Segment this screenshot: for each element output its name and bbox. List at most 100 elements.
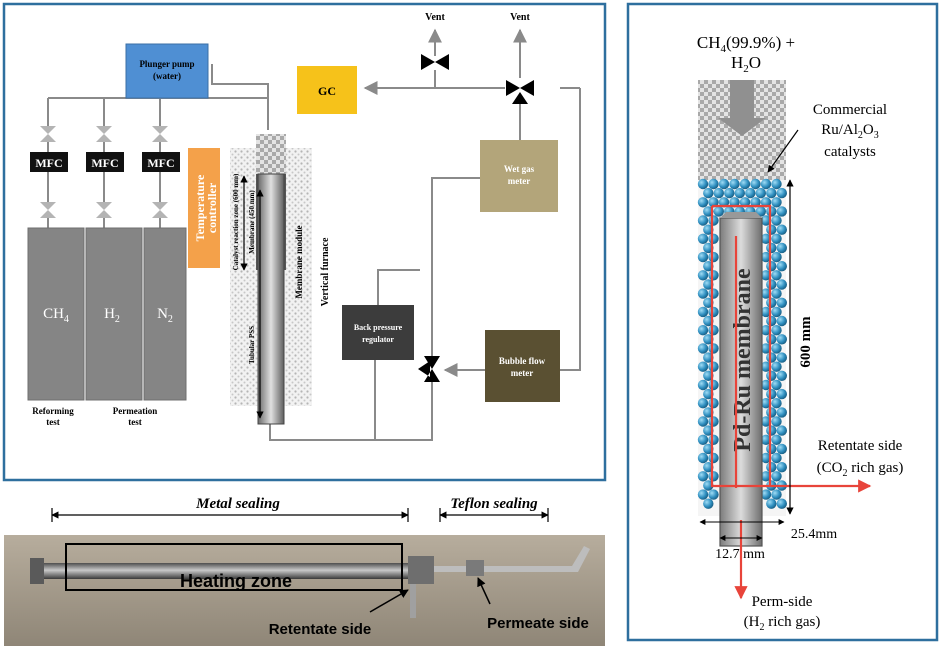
heating-zone-box (65, 543, 403, 591)
temperature-controller (188, 148, 220, 268)
catalyst-bead (760, 489, 772, 500)
vent-valves (418, 54, 534, 382)
catalyst-bead (708, 361, 719, 372)
catalyst-bead (776, 224, 787, 235)
catalyst-bead (697, 361, 709, 372)
gc-box (297, 66, 357, 114)
pump-label-2: (water) (153, 71, 181, 81)
cylinder-label-h2: H2 (104, 306, 120, 325)
catalyst-label-2: Ru/Al2O3 (821, 122, 879, 141)
catalyst-bead (760, 178, 772, 190)
photo-panel: Metal sealing Teflon sealing Heating zon… (4, 496, 605, 646)
catalyst-bead (697, 398, 709, 409)
catalyst-bead (708, 178, 719, 190)
outer-diameter-label: 25.4mm (791, 527, 837, 542)
catalyst-bead (771, 251, 782, 263)
catalyst-bead (766, 334, 777, 345)
catalyst-bead (697, 416, 709, 427)
regulator-label-1: Back pressure (354, 323, 403, 332)
catalyst-bead (697, 434, 709, 445)
reforming-label-1: Reforming (32, 406, 74, 416)
catalyst-bead (776, 261, 787, 272)
valve-icon (152, 202, 168, 218)
valve-icon (421, 54, 449, 70)
catalyst-bead (771, 215, 782, 226)
catalyst-bead (760, 343, 772, 354)
photo-tube (36, 563, 431, 579)
membrane-tube (719, 217, 763, 547)
gc-label: GC (318, 84, 336, 98)
length-label: 600 mm (798, 316, 814, 368)
valve-icon (96, 126, 112, 142)
mfc-label: MFC (35, 156, 62, 170)
catalyst-bead (708, 251, 719, 263)
catalyst-bead (708, 434, 719, 445)
cylinder-label-n2: N2 (157, 306, 173, 325)
gas-valves (40, 126, 168, 218)
teflon-sealing-label: Teflon sealing (450, 496, 538, 512)
catalyst-bead (708, 452, 719, 464)
feed-label-1: CH4(99.9%) + (697, 33, 795, 55)
catalyst-bead (703, 498, 714, 509)
catalyst-bead (755, 187, 766, 199)
catalyst-bead (776, 315, 787, 327)
mfc-label: MFC (147, 156, 174, 170)
catalyst-bead (734, 187, 745, 199)
catalyst-bead (771, 452, 782, 464)
permeate-side-label: Permeate side (487, 615, 589, 632)
catalyst-bead (771, 489, 782, 500)
catalyst-bead (750, 178, 761, 190)
catalyst-bead (708, 398, 719, 409)
metal-sealing-label: Metal sealing (195, 496, 280, 512)
back-pressure-regulator (342, 305, 414, 360)
photo-fitting (408, 556, 434, 584)
retentate-label-2: (CO2 rich gas) (817, 460, 904, 479)
perm-label-1: Perm-side (752, 594, 813, 610)
catalyst-bead (776, 407, 787, 418)
catalyst-bead (771, 434, 782, 445)
catalyst-bead (771, 379, 782, 391)
catalyst-label-1: Commercial (813, 102, 887, 118)
catalyst-bead (771, 178, 782, 190)
tubular-pss (257, 173, 285, 425)
catalyst-bead (697, 452, 709, 464)
catalyst-bead (729, 178, 740, 190)
catalyst-bead (708, 379, 719, 391)
catalyst-bead (766, 279, 777, 290)
catalyst-bead (771, 471, 782, 482)
photo-retentate-port (410, 584, 416, 618)
valve-icon (96, 202, 112, 218)
heating-zone-label: Heating zone (180, 571, 292, 591)
catalyst-bead (776, 425, 787, 436)
catalyst-bead (755, 206, 766, 217)
catalyst-bead (760, 215, 772, 226)
retentate-side-label: Retentate side (269, 621, 372, 638)
catalyst-bead (697, 489, 709, 500)
catalyst-bead (771, 361, 782, 372)
feed-arrow (718, 80, 766, 136)
permeation-label-1: Permeation (113, 406, 157, 416)
catalyst-bead (724, 187, 735, 199)
catalyst-bead (776, 352, 787, 363)
wet-gas-label-1: Wet gas (504, 164, 535, 174)
catalyst-bead (760, 416, 772, 427)
flow-lines (710, 204, 872, 600)
catalyst-top (256, 134, 286, 174)
catalyst-bead (776, 187, 787, 199)
catalyst-bead (771, 398, 782, 409)
temp-label-1: Temperature (193, 174, 207, 241)
membrane-length-label: Membrane (450 mm) (248, 190, 256, 254)
catalyst-bead (708, 270, 719, 281)
mfc-group: MFC MFC MFC (30, 152, 180, 172)
pump-label-1: Plunger pump (139, 59, 194, 69)
catalyst-bead (697, 379, 709, 391)
retentate-label-1: Retentate side (818, 438, 903, 454)
wet-gas-label-2: meter (508, 176, 530, 186)
catalyst-bead (708, 215, 719, 226)
catalyst-bead (771, 306, 782, 318)
catalyst-bead (776, 443, 787, 455)
catalyst-bead (760, 452, 772, 464)
catalyst-bead (708, 233, 719, 244)
photo-bent-tube (552, 546, 590, 572)
cylinder-ch4 (27, 227, 85, 401)
